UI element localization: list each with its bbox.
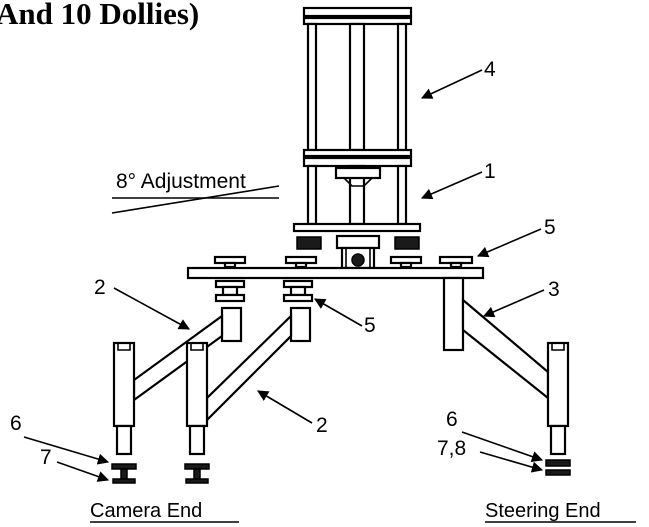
- callout-4: 4: [484, 58, 496, 81]
- leg-arm-steering: [442, 276, 571, 476]
- tower-lower: [292, 164, 422, 233]
- callout-6-right: 6: [446, 408, 458, 431]
- leader-7: [56, 461, 110, 482]
- callout-6-left: 6: [10, 412, 22, 435]
- leg-arm-left-upper: [111, 306, 243, 484]
- leader-3: [482, 289, 545, 318]
- leg-notch-1: [117, 343, 131, 351]
- leader-6-right: [461, 431, 544, 462]
- callout-5-top: 5: [544, 216, 556, 239]
- tower-upper: [302, 6, 413, 168]
- steering-end-label: Steering End: [485, 500, 601, 522]
- camera-end-label: Camera End: [90, 500, 202, 522]
- pivot-collars: [214, 279, 314, 303]
- leader-1: [420, 171, 483, 200]
- leader-6-left: [23, 436, 110, 465]
- leader-5-mid: [314, 298, 363, 327]
- leader-5-top: [476, 228, 542, 258]
- adjustment-angle-line: [111, 185, 280, 214]
- leg-arm-left-lower: [184, 306, 312, 484]
- leg-notch-2: [190, 343, 204, 351]
- leader-7-8: [479, 451, 544, 473]
- callout-1: 1: [484, 160, 496, 183]
- adjustment-label: 8° Adjustment: [116, 170, 246, 193]
- diagram-title: And 10 Dollies): [0, 0, 199, 31]
- callout-5-mid: 5: [364, 314, 376, 337]
- callout-3: 3: [548, 278, 560, 301]
- leader-2-bottom: [257, 390, 313, 424]
- base-plate: [186, 266, 485, 280]
- callout-7: 7: [40, 446, 52, 469]
- leg-notch-3: [551, 343, 565, 351]
- leader-2-top: [113, 287, 190, 330]
- leader-4: [420, 69, 483, 99]
- center-mount: [296, 234, 420, 270]
- callout-2-bottom: 2: [316, 414, 328, 437]
- callout-2-top: 2: [94, 276, 106, 299]
- callout-7-8: 7,8: [437, 437, 466, 460]
